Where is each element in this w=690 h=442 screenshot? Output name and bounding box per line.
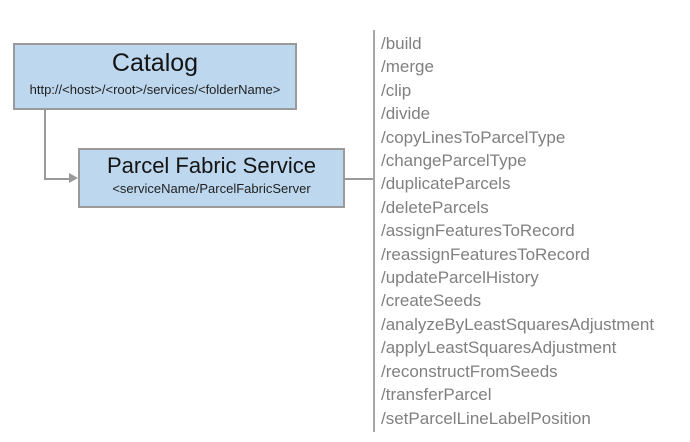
connector-catalog-vertical — [44, 110, 46, 180]
connector-service-to-operations — [345, 178, 374, 180]
parcel-fabric-service-node[interactable]: Parcel Fabric Service <serviceName/Parce… — [78, 148, 345, 208]
arrowhead-icon — [69, 173, 78, 183]
list-item[interactable]: /updateParcelHistory — [381, 268, 539, 288]
service-node-subtitle: <serviceName/ParcelFabricServer — [112, 181, 311, 197]
list-item[interactable]: /deleteParcels — [381, 197, 489, 217]
list-item[interactable]: /setParcelLineLabelPosition — [381, 408, 591, 428]
operations-divider — [373, 30, 375, 432]
list-item[interactable]: /clip — [381, 80, 412, 100]
service-node-title: Parcel Fabric Service — [106, 153, 317, 178]
list-item[interactable]: /changeParcelType — [381, 151, 527, 171]
list-item[interactable]: /build — [381, 34, 422, 53]
list-item[interactable]: /analyzeByLeastSquaresAdjustment — [381, 314, 655, 334]
list-item[interactable]: /transferParcel — [381, 385, 492, 405]
list-item[interactable]: /reconstructFromSeeds — [381, 361, 558, 381]
list-item[interactable]: /divide — [381, 104, 431, 124]
list-item[interactable]: /duplicateParcels — [381, 174, 511, 194]
list-item[interactable]: /createSeeds — [381, 291, 482, 311]
list-item[interactable]: /reassignFeaturesToRecord — [381, 244, 590, 264]
catalog-node-title: Catalog — [111, 49, 199, 77]
operations-list: /build /merge /clip /divide /copyLinesTo… — [381, 32, 681, 430]
list-item[interactable]: /copyLinesToParcelType — [381, 127, 566, 147]
catalog-node[interactable]: Catalog http://<host>/<root>/services/<f… — [13, 43, 297, 110]
catalog-node-subtitle: http://<host>/<root>/services/<folderNam… — [29, 82, 281, 98]
list-item[interactable]: /applyLeastSquaresAdjustment — [381, 338, 617, 358]
list-item[interactable]: /merge — [381, 57, 434, 77]
list-item[interactable]: /assignFeaturesToRecord — [381, 221, 575, 241]
connector-catalog-horizontal — [44, 178, 72, 180]
